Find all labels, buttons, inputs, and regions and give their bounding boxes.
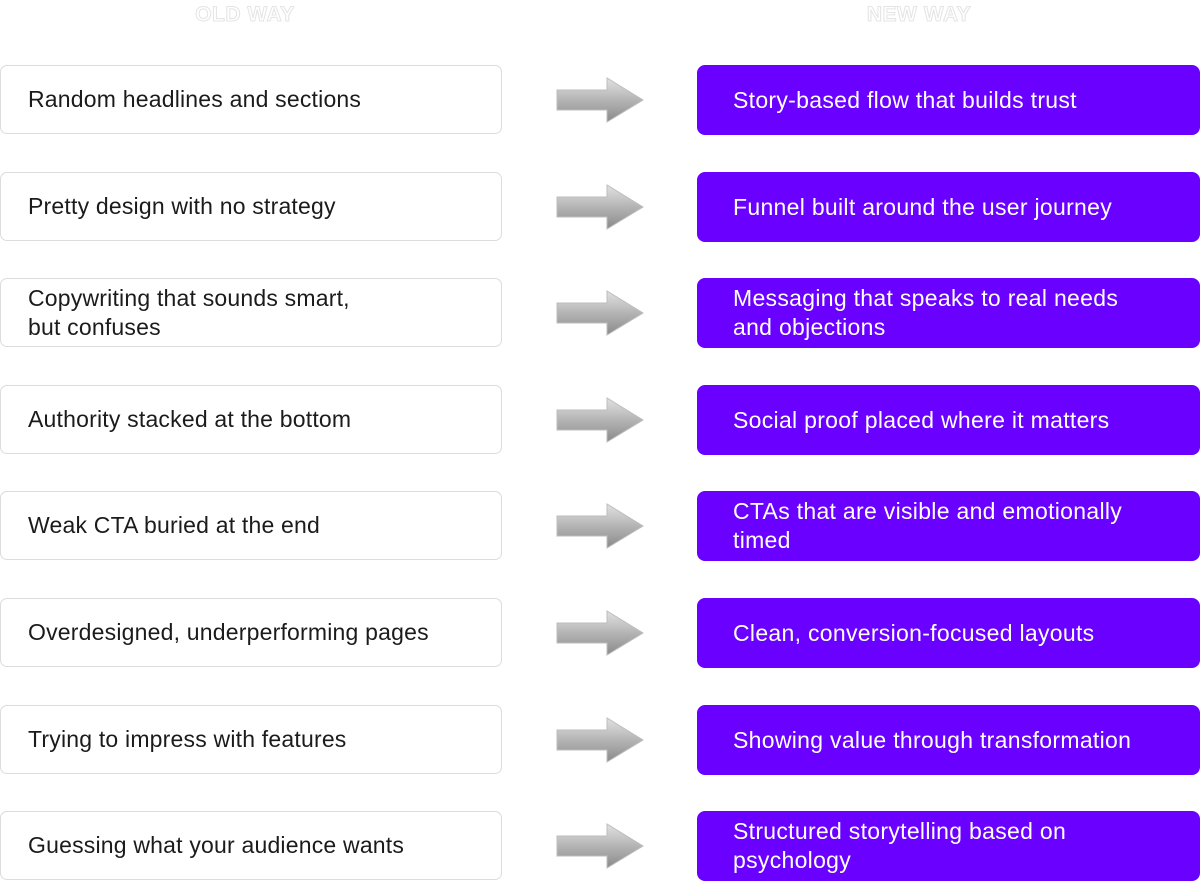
comparison-row: Overdesigned, underperforming pages Clean… [0,598,1200,669]
right-arrow-icon [555,289,645,337]
new-way-heading: NEW WAY [866,3,972,27]
old-way-text: Random headlines and sections [28,86,362,112]
old-way-heading: OLD WAY [195,3,295,27]
old-way-card: Copywriting that sounds smart, but confu… [0,278,502,347]
right-arrow-icon [555,76,645,124]
old-way-text: Authority stacked at the bottom [28,406,352,432]
old-way-card: Authority stacked at the bottom [0,385,502,454]
new-way-card: Story-based flow that builds trust [697,65,1200,135]
comparison-row: Random headlines and sections Story-based… [0,65,1200,136]
right-arrow-icon [555,502,645,550]
new-way-text: CTAs that are visible and emotionally ti… [733,498,1123,553]
comparison-row: Authority stacked at the bottom Social pr… [0,385,1200,456]
old-way-text: Trying to impress with features [28,726,347,752]
old-way-card: Trying to impress with features [0,705,502,774]
new-way-card: CTAs that are visible and emotionally ti… [697,491,1200,561]
comparison-row: Guessing what your audience wants Structu… [0,811,1200,882]
old-way-text: Weak CTA buried at the end [28,512,321,538]
old-way-text: Pretty design with no strategy [28,193,336,219]
new-way-text: Showing value through transformation [733,726,1132,753]
right-arrow-icon [555,716,645,764]
old-way-text: Overdesigned, underperforming pages [28,619,429,645]
comparison-row: Pretty design with no strategy Funnel bui… [0,172,1200,243]
right-arrow-icon [555,822,645,870]
old-way-text: Copywriting that sounds smart, but confu… [28,284,350,340]
old-way-card: Guessing what your audience wants [0,811,502,880]
comparison-row: Weak CTA buried at the end CTAs that are … [0,491,1200,562]
new-way-text: Clean, conversion-focused layouts [733,619,1095,646]
new-way-card: Messaging that speaks to real needs and … [697,278,1200,348]
old-way-card: Random headlines and sections [0,65,502,134]
new-way-card: Clean, conversion-focused layouts [697,598,1200,668]
old-way-card: Weak CTA buried at the end [0,491,502,560]
new-way-text: Social proof placed where it matters [733,406,1110,433]
new-way-text: Structured storytelling based on psychol… [733,818,1067,873]
comparison-row: Trying to impress with features Showing v… [0,705,1200,776]
old-way-card: Pretty design with no strategy [0,172,502,241]
right-arrow-icon [555,183,645,231]
old-way-card: Overdesigned, underperforming pages [0,598,502,667]
new-way-card: Funnel built around the user journey [697,172,1200,242]
new-way-text: Messaging that speaks to real needs and … [733,285,1119,340]
right-arrow-icon [555,396,645,444]
new-way-card: Social proof placed where it matters [697,385,1200,455]
new-way-text: Funnel built around the user journey [733,193,1113,220]
right-arrow-icon [555,609,645,657]
comparison-row: Copywriting that sounds smart, but confu… [0,278,1200,349]
old-way-text: Guessing what your audience wants [28,832,405,858]
new-way-card: Structured storytelling based on psychol… [697,811,1200,881]
new-way-card: Showing value through transformation [697,705,1200,775]
new-way-text: Story-based flow that builds trust [733,86,1077,113]
